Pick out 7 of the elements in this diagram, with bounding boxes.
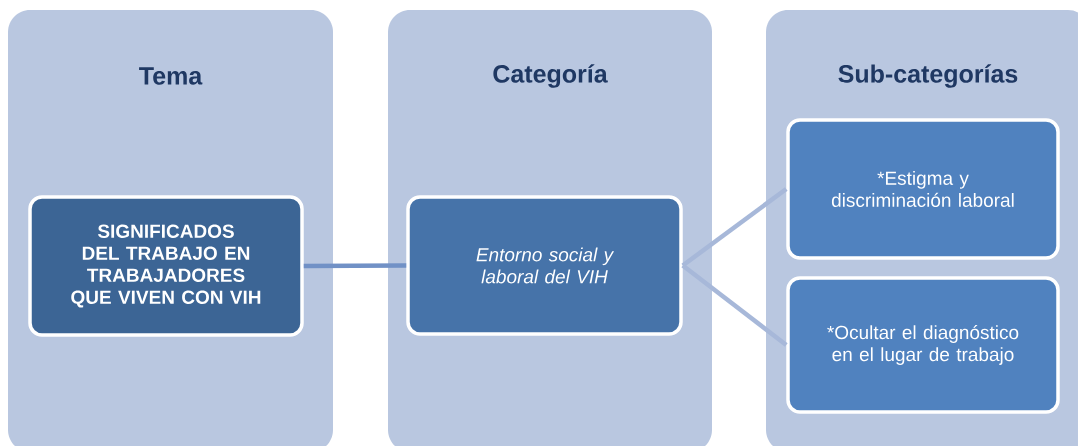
category-box: *Ocultar el diagnóstico en el lugar de trabajo [786, 276, 1060, 414]
category-box: Entorno social y laboral del VIH [406, 195, 683, 336]
category-box: SIGNIFICADOS DEL TRABAJO EN TRABAJADORES QUE VIVEN CON VIH [28, 195, 304, 337]
connector-line [681, 187, 788, 268]
connector-line [681, 263, 788, 347]
category-box: *Estigma y discriminación laboral [786, 118, 1060, 260]
connector-line [303, 263, 407, 269]
